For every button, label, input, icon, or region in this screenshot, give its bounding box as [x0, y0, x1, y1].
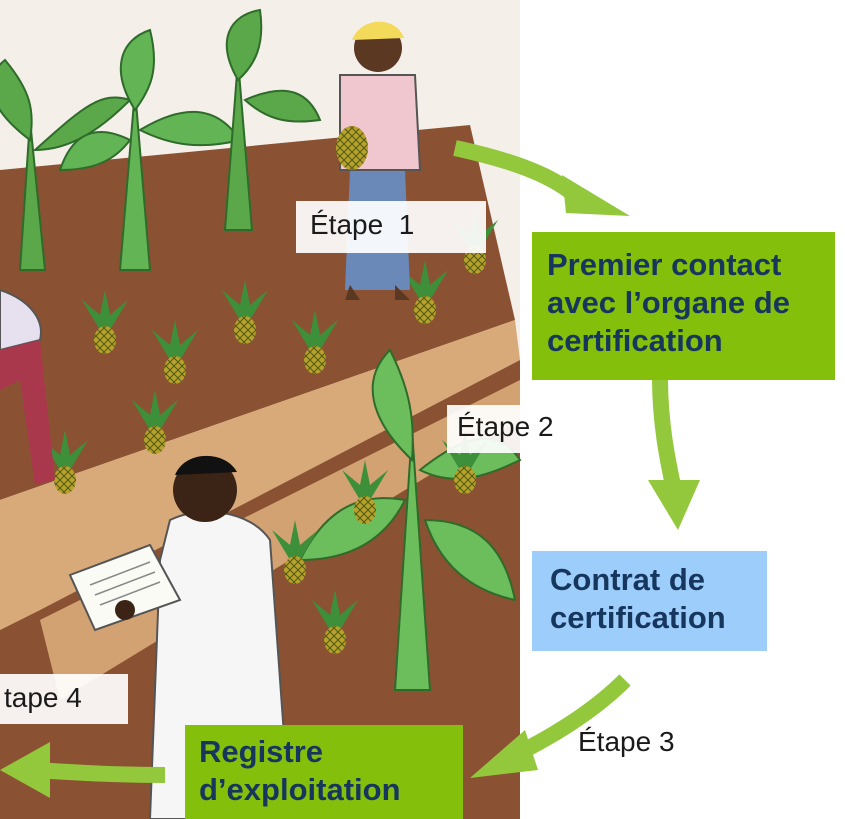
- box-first-contact-line-1: Premier contact: [547, 247, 782, 282]
- step-4-label: tape 4: [0, 674, 128, 724]
- process-arrows: [0, 140, 700, 798]
- banana-plant: [58, 28, 242, 271]
- arrowhead-step-4: [0, 742, 50, 798]
- certificate-paper: [68, 543, 182, 632]
- arrowhead-step-2: [648, 480, 700, 530]
- box-first-contact-line-3: certification: [547, 322, 723, 358]
- banana-plant: [298, 348, 522, 691]
- arrow-step-2: [652, 377, 683, 497]
- farmer-left-figure: [0, 288, 55, 485]
- box-farm-register-line-2: d’exploitation: [199, 771, 401, 807]
- arrowhead-step-1: [562, 175, 630, 216]
- box-certification-contract-line-1: Contrat de: [550, 562, 705, 597]
- step-3-label: Étape 3: [578, 726, 675, 757]
- box-first-contact: Premier contact avec l’organe de certifi…: [532, 232, 835, 380]
- arrow-step-4: [34, 762, 166, 783]
- box-farm-register-line-1: Registre: [199, 734, 324, 769]
- step-1-label: Étape 1: [296, 201, 486, 253]
- step-2-label: Étape 2: [447, 405, 585, 453]
- box-first-contact-line-2: avec l’organe de: [547, 284, 790, 320]
- arrowhead-step-3: [470, 730, 538, 778]
- box-farm-register: Registre d’exploitation: [185, 725, 463, 819]
- banana-plant: [223, 8, 322, 231]
- box-certification-contract-line-2: certification: [550, 599, 726, 635]
- box-certification-contract: Contrat de certification: [532, 551, 767, 651]
